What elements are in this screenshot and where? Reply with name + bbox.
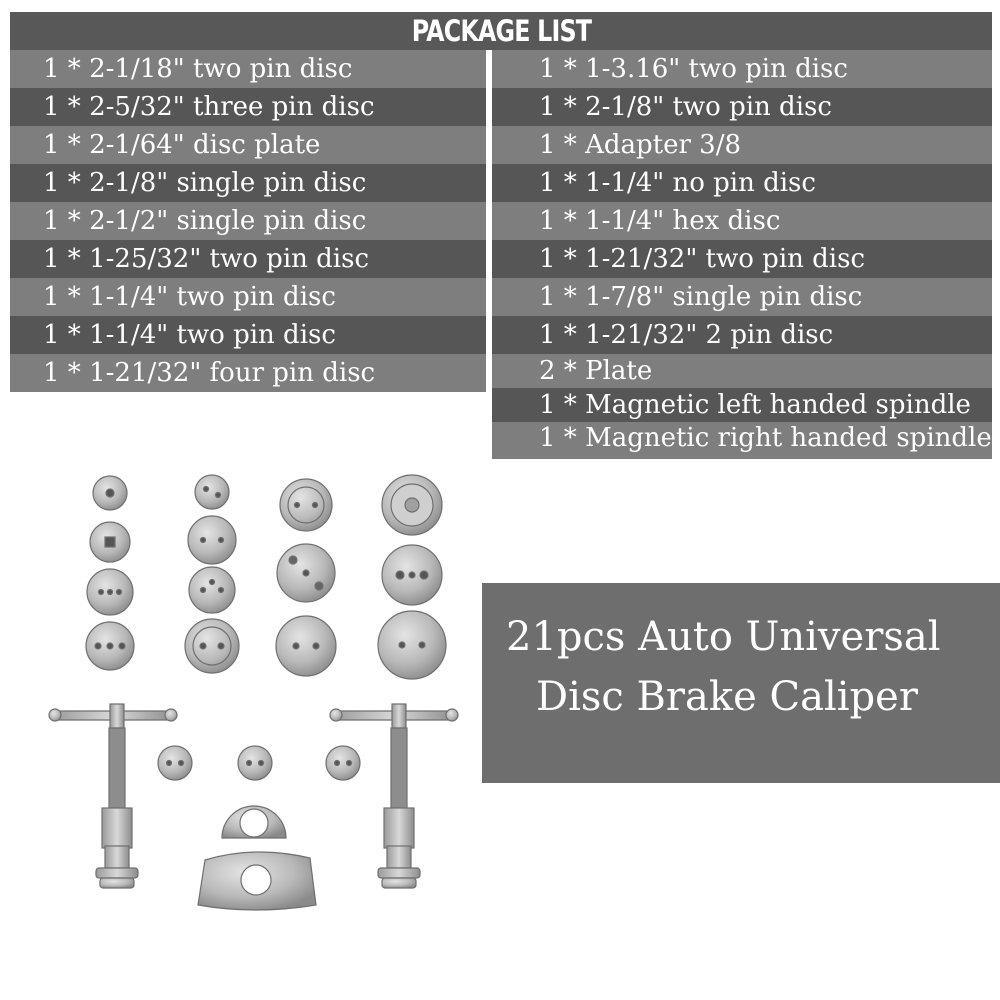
disc-piece [279,478,333,532]
disc-piece [92,475,128,511]
list-item: 1 * 2-1/64" disc plate [10,126,486,164]
list-item: 1 * 1-25/32" two pin disc [10,240,486,278]
disc-piece [325,745,361,781]
brake-caliper-tool-kit-image [48,474,459,911]
disc-piece [188,566,236,614]
product-title-box: 21pcs Auto Universal Disc Brake Caliper [482,583,1000,783]
right-spindle [329,703,459,889]
disc-piece [184,618,240,674]
disc-piece [86,568,134,616]
list-item: 1 * 1-21/32" 2 pin disc [492,316,992,354]
list-item: 1 * 1-3.16" two pin disc [492,50,992,88]
disc-piece [89,521,131,563]
package-list-right-column: 1 * 1-3.16" two pin disc 1 * 2-1/8" two … [492,50,992,459]
disc-piece [85,621,135,671]
plate-piece [221,805,287,839]
list-item: 1 * 1-21/32" four pin disc [10,354,486,392]
list-item: 1 * 2-1/2" single pin disc [10,202,486,240]
disc-piece [157,745,193,781]
product-title-line-2: Disc Brake Caliper [536,674,918,720]
package-list-left-column: 1 * 2-1/18" two pin disc 1 * 2-5/32" thr… [10,50,486,392]
list-item: 2 * Plate [492,354,992,388]
list-item: 1 * 1-7/8" single pin disc [492,278,992,316]
product-title-line-1: 21pcs Auto Universal [506,614,941,660]
package-list-title: PACKAGE LIST [411,14,591,48]
list-item: 1 * 1-21/32" two pin disc [492,240,992,278]
list-item: 1 * 1-1/4" two pin disc [10,278,486,316]
list-item: 1 * 2-1/18" two pin disc [10,50,486,88]
package-list-header: PACKAGE LIST [10,12,992,50]
disc-piece [237,745,273,781]
disc-piece [187,515,237,565]
column-divider [486,52,489,392]
list-item: 1 * 2-1/8" single pin disc [10,164,486,202]
list-item: 1 * 1-1/4" no pin disc [492,164,992,202]
disc-piece [381,544,443,606]
list-item: 1 * Adapter 3/8 [492,126,992,164]
list-item: 1 * 1-1/4" hex disc [492,202,992,240]
disc-piece [194,474,230,510]
list-item: 1 * 2-1/8" two pin disc [492,88,992,126]
disc-piece [275,615,337,677]
plate-piece [197,851,317,911]
left-spindle [48,703,178,889]
list-item: 1 * 1-1/4" two pin disc [10,316,486,354]
list-item: 1 * Magnetic left handed spindle [492,388,992,422]
disc-piece [276,543,336,603]
disc-piece [377,610,447,680]
list-item: 1 * 2-5/32" three pin disc [10,88,486,126]
disc-piece [381,474,443,536]
list-item: 1 * Magnetic right handed spindle [492,422,992,459]
